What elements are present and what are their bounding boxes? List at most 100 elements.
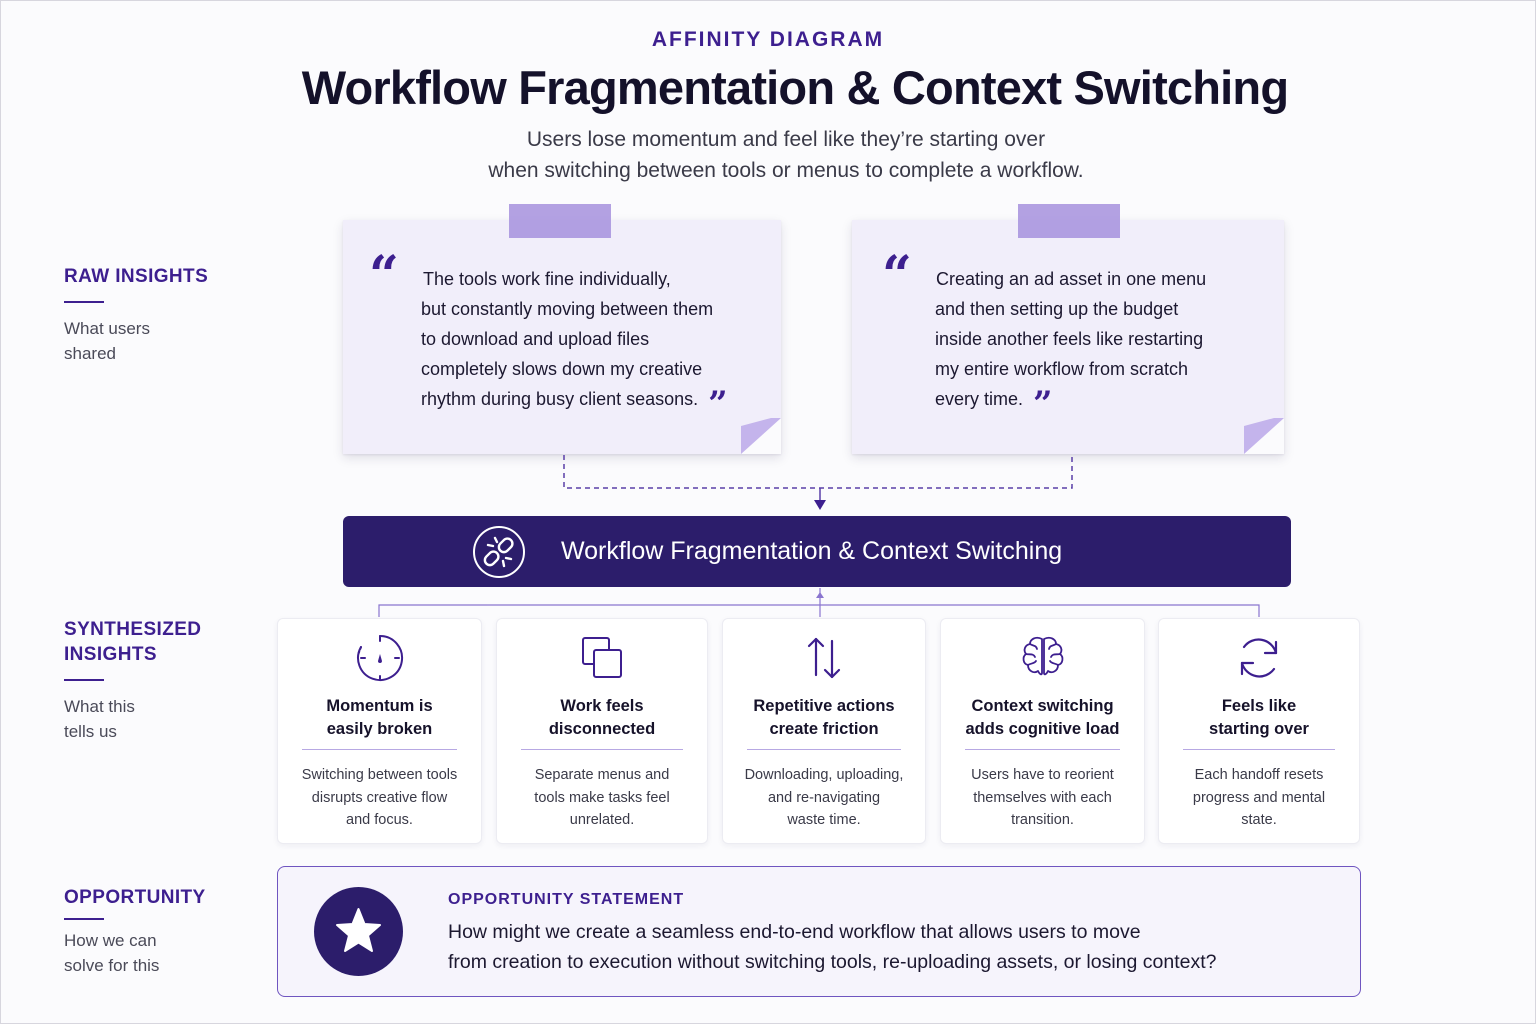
broken-link-icon bbox=[473, 526, 525, 578]
section-subtitle-line: What this bbox=[64, 697, 135, 716]
close-quote-icon: ” bbox=[1033, 384, 1053, 424]
quote-line: Creating an ad asset in one menu bbox=[936, 269, 1207, 289]
eyebrow-label: AFFINITY DIAGRAM bbox=[651, 28, 885, 51]
card-body-line: and re-navigating bbox=[767, 789, 881, 806]
up-down-arrows-icon bbox=[807, 637, 841, 679]
page-title: Workflow Fragmentation & Context Switchi… bbox=[301, 61, 1289, 114]
card-title: Momentum is easily broken bbox=[288, 695, 471, 741]
card-body-line: themselves with each bbox=[973, 789, 1112, 806]
opportunity-statement: How might we create a seamless end-to-en… bbox=[448, 917, 1348, 977]
star-icon bbox=[336, 908, 381, 952]
card-title-line: Context switching bbox=[971, 697, 1114, 715]
page-curl-icon bbox=[1244, 418, 1284, 454]
card-body-line: Downloading, uploading, bbox=[744, 767, 904, 783]
open-quote-icon: “ bbox=[369, 245, 399, 306]
subtitle-line-1: Users lose momentum and feel like they’r… bbox=[526, 128, 1046, 151]
quote-line: The tools work fine individually, bbox=[423, 269, 671, 289]
insight-card-friction: Repetitive actions create friction Downl… bbox=[722, 618, 926, 844]
card-body: Switching between tools disrupts creativ… bbox=[290, 764, 469, 832]
page-subtitle: Users lose momentum and feel like they’r… bbox=[0, 124, 1536, 186]
theme-banner: Workflow Fragmentation & Context Switchi… bbox=[343, 516, 1291, 587]
card-body-line: Each handoff resets bbox=[1194, 767, 1324, 783]
card-body: Separate menus and tools make tasks feel… bbox=[509, 764, 695, 832]
section-opportunity: OPPORTUNITY How we can solve for this bbox=[64, 885, 254, 978]
quote-line: my entire workflow from scratch bbox=[935, 359, 1189, 379]
card-body: Downloading, uploading, and re-navigatin… bbox=[735, 764, 913, 832]
arrow-up-icon bbox=[816, 592, 824, 598]
card-body-line: Switching between tools bbox=[301, 767, 458, 783]
card-body-line: waste time. bbox=[787, 812, 861, 828]
quote-line: completely slows down my creative bbox=[421, 359, 703, 379]
section-subtitle-line: solve for this bbox=[64, 956, 160, 975]
quote-last-line: rhythm during busy client seasons. ” bbox=[421, 384, 728, 421]
timer-icon bbox=[356, 635, 403, 681]
section-heading: SYNTHESIZED INSIGHTS bbox=[64, 617, 254, 667]
section-divider bbox=[64, 301, 104, 303]
card-body-line: disrupts creative flow bbox=[311, 789, 448, 806]
card-title-line: create friction bbox=[769, 720, 879, 738]
section-heading-line: INSIGHTS bbox=[64, 644, 157, 665]
card-divider bbox=[521, 749, 683, 750]
card-title-line: Momentum is bbox=[326, 697, 433, 715]
section-divider bbox=[64, 679, 104, 681]
card-divider bbox=[965, 749, 1120, 750]
bracket-connector bbox=[378, 604, 1260, 617]
card-body-line: Users have to reorient bbox=[971, 767, 1114, 783]
card-body: Users have to reorient themselves with e… bbox=[953, 764, 1132, 832]
section-heading-line: SYNTHESIZED bbox=[64, 619, 202, 640]
quote-line: inside another feels like restarting bbox=[935, 329, 1204, 349]
quote-last-line: every time. ” bbox=[935, 384, 1206, 421]
card-divider bbox=[747, 749, 901, 750]
card-title-line: disconnected bbox=[548, 720, 656, 738]
insight-card-cognitive-load: Context switching adds cognitive load Us… bbox=[940, 618, 1145, 844]
quote-note-2: “ Creating an ad asset in one menu and t… bbox=[852, 204, 1284, 454]
refresh-icon bbox=[1240, 638, 1278, 678]
card-body-line: progress and mental bbox=[1192, 789, 1326, 806]
card-title-line: Repetitive actions bbox=[753, 697, 895, 715]
section-subtitle-line: How we can bbox=[64, 931, 157, 950]
quote-line: rhythm during busy client seasons. bbox=[421, 389, 699, 409]
insight-card-momentum: Momentum is easily broken Switching betw… bbox=[277, 618, 482, 844]
section-subtitle: How we can solve for this bbox=[64, 928, 254, 978]
section-subtitle: What this tells us bbox=[64, 694, 254, 744]
section-subtitle-line: What users bbox=[64, 319, 150, 338]
page-curl-icon bbox=[741, 418, 781, 454]
brain-icon bbox=[1022, 636, 1063, 676]
card-title-line: easily broken bbox=[326, 720, 433, 738]
section-subtitle-line: shared bbox=[64, 344, 116, 363]
quote-text: Creating an ad asset in one menu and the… bbox=[935, 264, 1207, 421]
arrow-down-icon bbox=[814, 500, 826, 510]
opportunity-box: OPPORTUNITY STATEMENT How might we creat… bbox=[277, 866, 1361, 997]
card-title: Work feels disconnected bbox=[507, 695, 697, 741]
opportunity-label: OPPORTUNITY STATEMENT bbox=[448, 891, 685, 908]
card-title: Repetitive actions create friction bbox=[733, 695, 915, 741]
quote-line: every time. bbox=[935, 389, 1024, 409]
quote-line: to download and upload files bbox=[421, 329, 650, 349]
card-title: Feels like starting over bbox=[1169, 695, 1349, 741]
card-body-line: state. bbox=[1241, 812, 1277, 828]
dashed-connector bbox=[563, 455, 1073, 489]
card-title-line: Feels like bbox=[1221, 697, 1297, 715]
insight-card-starting-over: Feels like starting over Each handoff re… bbox=[1158, 618, 1360, 844]
quote-line: but constantly moving between them bbox=[421, 299, 714, 319]
card-divider bbox=[302, 749, 457, 750]
star-badge bbox=[314, 887, 403, 976]
section-subtitle: What users shared bbox=[64, 316, 254, 366]
card-body-line: Separate menus and bbox=[534, 767, 670, 783]
section-subtitle-line: tells us bbox=[64, 722, 117, 741]
insight-card-disconnected: Work feels disconnected Separate menus a… bbox=[496, 618, 708, 844]
card-title-line: Work feels bbox=[560, 697, 644, 715]
section-heading: OPPORTUNITY bbox=[64, 887, 206, 908]
card-divider bbox=[1183, 749, 1335, 750]
close-quote-icon: ” bbox=[708, 384, 728, 424]
overlapping-squares-icon bbox=[582, 637, 622, 678]
opportunity-line: from creation to execution without switc… bbox=[448, 951, 1217, 973]
section-heading: RAW INSIGHTS bbox=[64, 266, 209, 287]
opportunity-line: How might we create a seamless end-to-en… bbox=[448, 921, 1141, 943]
card-body-line: unrelated. bbox=[569, 812, 635, 828]
card-title-line: adds cognitive load bbox=[965, 720, 1120, 738]
quote-text: The tools work fine individually, but co… bbox=[421, 264, 728, 421]
quote-note-1: “ The tools work fine individually, but … bbox=[343, 204, 781, 454]
section-raw-insights: RAW INSIGHTS What users shared bbox=[64, 264, 254, 366]
